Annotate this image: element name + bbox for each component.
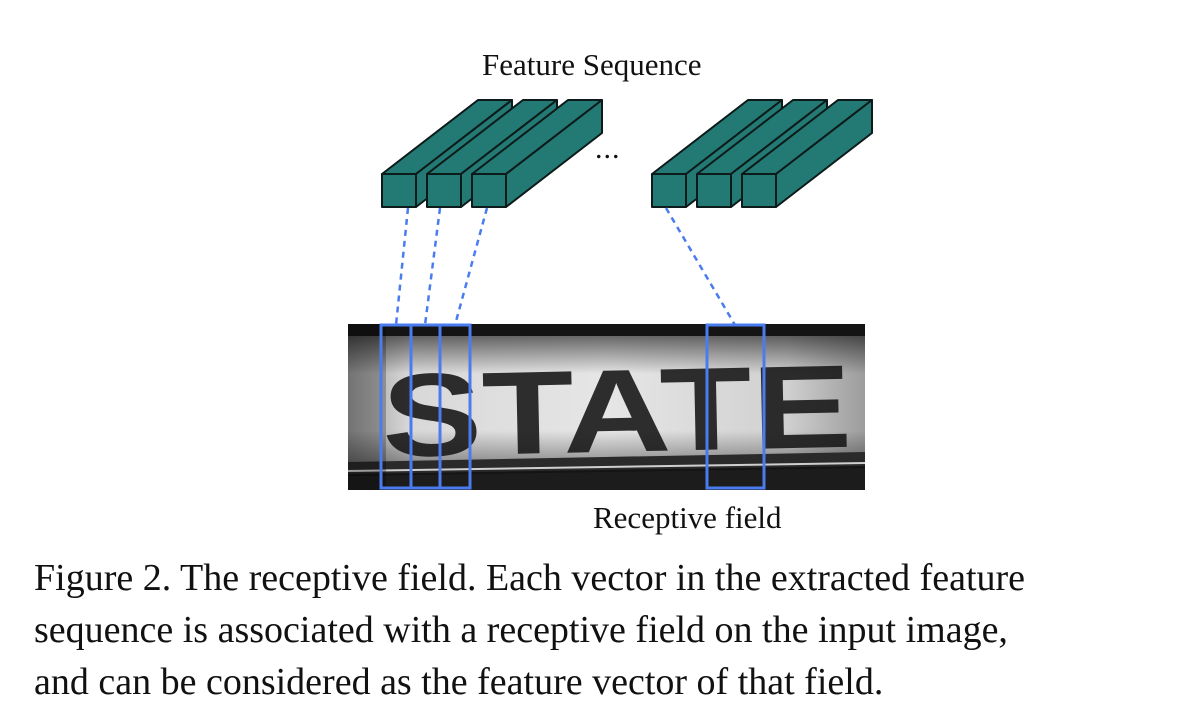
receptive-field-label: Receptive field (593, 500, 782, 535)
diagram-canvas: STATE (348, 99, 873, 490)
feature-vector (471, 99, 603, 208)
input-image: STATE (348, 324, 865, 490)
feature-vector (741, 99, 873, 208)
connector-lines (394, 207, 737, 326)
feature-vector-group-left (381, 99, 603, 208)
connector-line (453, 207, 489, 326)
caption-line: sequence is associated with a receptive … (34, 609, 1008, 651)
feature-vector-group-right (651, 99, 873, 208)
caption-line: Figure 2. The receptive field. Each vect… (34, 557, 1026, 599)
figure: STATE Feature Sequence ... Receptive fie… (348, 47, 873, 535)
connector-line (664, 207, 737, 326)
ellipsis: ... (595, 132, 621, 165)
connector-line (423, 207, 442, 326)
receptive-field-box (438, 323, 472, 490)
receptive-field-boxes (379, 323, 766, 490)
sign-text: STATE (380, 341, 853, 483)
connector-line (394, 207, 410, 326)
caption-line: and can be considered as the feature vec… (34, 661, 884, 703)
receptive-field-box (705, 323, 766, 490)
figure-caption: Figure 2. The receptive field. Each vect… (34, 552, 1184, 708)
feature-sequence-label: Feature Sequence (482, 47, 702, 82)
